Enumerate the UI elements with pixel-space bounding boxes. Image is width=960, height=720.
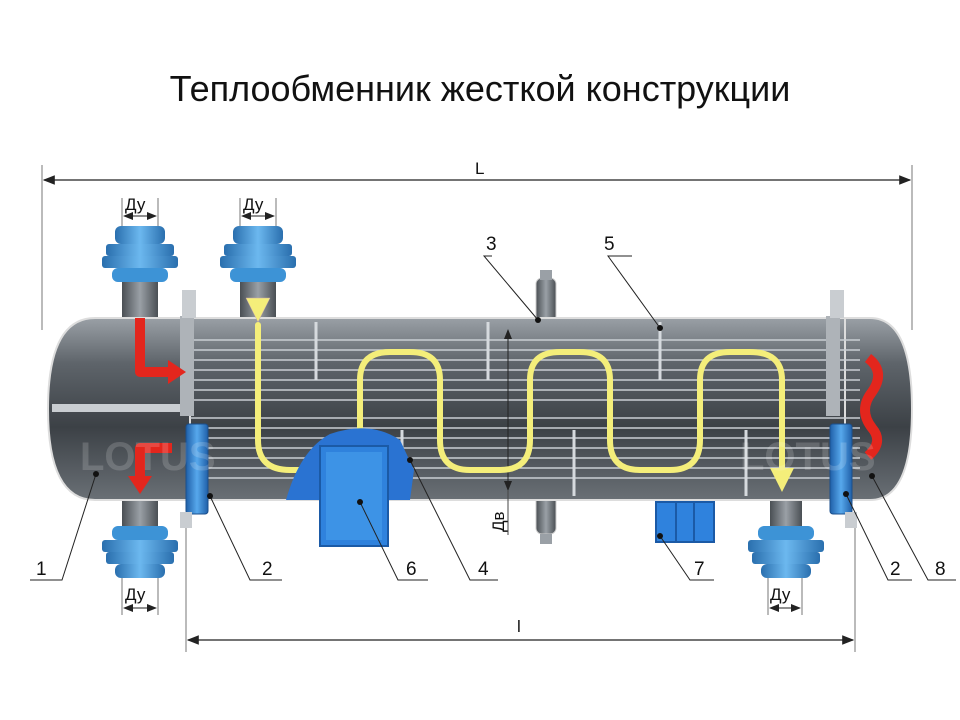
support-7: [655, 501, 715, 543]
nozzle-diameter-label-1: Ду: [125, 195, 146, 214]
callout-labels: 1 2 2 3 4 5 6 7 8: [36, 234, 946, 580]
shell-vent-3: [535, 270, 557, 323]
flange-bottom-left: [102, 526, 178, 578]
overall-length-label: L: [475, 159, 484, 178]
flange-top-right: [220, 226, 296, 282]
overall-length-dimension: L: [41, 159, 913, 330]
shell-diameter-dimension: Дв: [489, 329, 512, 535]
callout-7: 7: [694, 559, 705, 580]
callout-3: 3: [486, 234, 497, 255]
saddle-support-6: [286, 428, 414, 547]
cold-outlet-arrow: [770, 468, 794, 492]
nozzle-diameter-label-4: Ду: [770, 585, 791, 604]
flange-bottom-right: [748, 526, 824, 578]
nozzle-diameter-label-2: Ду: [243, 195, 264, 214]
flange-top-left: [102, 226, 178, 282]
cold-inlet-arrow: [245, 297, 271, 323]
leader-dots: [93, 317, 875, 539]
callout-6: 6: [406, 559, 417, 580]
tube-sheets-2: [180, 316, 853, 515]
watermark: LOTUS LOTUS: [80, 435, 876, 479]
hot-flow-arrows: [135, 318, 883, 478]
callout-1: 1: [36, 559, 47, 580]
watermark-right: LOTUS: [740, 435, 876, 479]
leader-lines: [30, 255, 956, 581]
tube-length-dimension: l: [185, 520, 856, 652]
partition-plate: [52, 404, 190, 412]
tube-sheet-bolts: [180, 290, 857, 528]
nozzle-flanges: [102, 226, 824, 578]
watermark-left: LOTUS: [80, 435, 216, 479]
shell-diameter-label: Дв: [489, 511, 508, 532]
callout-8: 8: [935, 559, 946, 580]
callout-5: 5: [604, 234, 615, 255]
callout-4: 4: [478, 559, 489, 580]
hot-flow-arrowheads: [128, 360, 186, 494]
callout-2-right: 2: [890, 559, 901, 580]
callout-2-left: 2: [262, 559, 273, 580]
nozzle-diameter-label-3: Ду: [125, 585, 146, 604]
slide-title: Теплообменник жесткой конструкции: [169, 68, 791, 109]
tube-length-label: l: [517, 617, 521, 636]
